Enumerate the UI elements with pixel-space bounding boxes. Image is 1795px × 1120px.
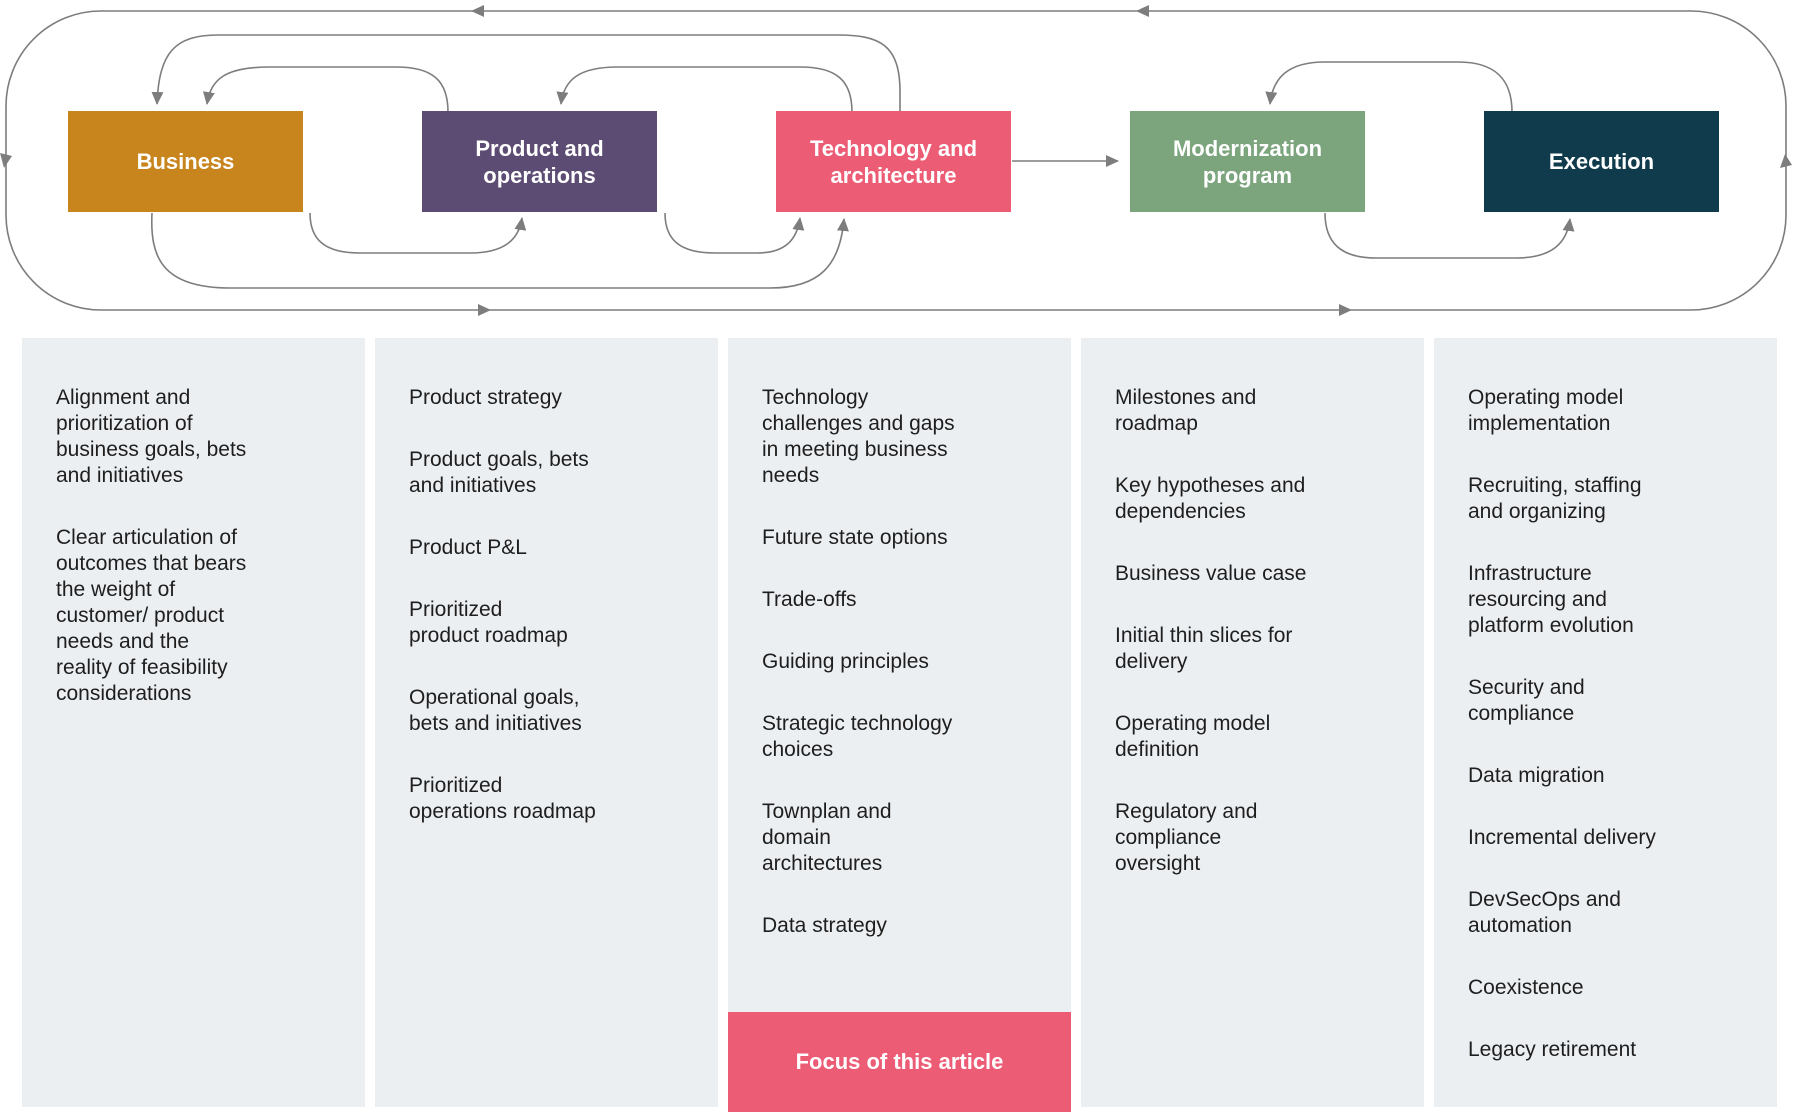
column-item: Prioritized operations roadmap bbox=[409, 774, 596, 823]
column-item: Initial thin slices for delivery bbox=[1115, 624, 1293, 673]
column-item: Infrastructure resourcing and platform e… bbox=[1468, 562, 1634, 637]
column-item: Clear articulation of outcomes that bear… bbox=[56, 526, 247, 705]
column-item: Operating model definition bbox=[1115, 712, 1271, 761]
arrow-execution-to-modernization-top bbox=[1265, 61, 1513, 113]
arrow-business-to-technology-bottom bbox=[150, 212, 849, 289]
arrow-technology-to-business-top bbox=[151, 34, 901, 112]
focus-callout: Focus of this article bbox=[728, 1012, 1071, 1112]
column-item: Prioritized product roadmap bbox=[409, 598, 568, 647]
feedback-loop-arrows bbox=[0, 5, 1792, 316]
column-technology: Technology challenges and gaps in meetin… bbox=[728, 338, 1071, 1107]
flow-box-product: Product and operations bbox=[422, 111, 657, 212]
column-item: Townplan and domain architectures bbox=[762, 800, 892, 875]
arrow-technology-to-product-top bbox=[556, 66, 853, 113]
column-item: Product strategy bbox=[409, 386, 562, 409]
column-item: Operating model implementation bbox=[1468, 386, 1624, 435]
column-item: Technology challenges and gaps in meetin… bbox=[762, 386, 955, 487]
column-item: Legacy retirement bbox=[1468, 1038, 1637, 1061]
column-item: Data strategy bbox=[762, 914, 887, 937]
arrow-business-to-product-bottom bbox=[309, 212, 527, 254]
column-item: Data migration bbox=[1468, 764, 1605, 787]
column-business: Alignment and prioritization of business… bbox=[22, 338, 365, 1107]
arrow-product-to-business-top bbox=[202, 66, 449, 113]
column-item: Recruiting, staffing and organizing bbox=[1468, 474, 1642, 523]
column-item: Guiding principles bbox=[762, 650, 929, 673]
column-item: Key hypotheses and dependencies bbox=[1115, 474, 1306, 523]
column-item: DevSecOps and automation bbox=[1468, 888, 1621, 937]
column-item: Coexistence bbox=[1468, 976, 1584, 999]
column-item: Trade-offs bbox=[762, 588, 857, 611]
column-item: Business value case bbox=[1115, 562, 1307, 585]
column-item: Milestones and roadmap bbox=[1115, 386, 1257, 435]
flow-box-business: Business bbox=[68, 111, 303, 212]
column-item: Future state options bbox=[762, 526, 948, 549]
flow-box-modernization: Modernization program bbox=[1130, 111, 1365, 212]
flow-box-technology: Technology and architecture bbox=[776, 111, 1011, 212]
arrow-modernization-to-execution-bottom bbox=[1324, 212, 1575, 259]
column-item: Regulatory and compliance oversight bbox=[1115, 800, 1258, 875]
column-item: Operational goals, bets and initiatives bbox=[409, 686, 582, 735]
column-item: Product goals, bets and initiatives bbox=[409, 448, 589, 497]
flow-box-execution: Execution bbox=[1484, 111, 1719, 212]
arrow-product-to-technology-bottom bbox=[664, 212, 805, 254]
column-item: Alignment and prioritization of business… bbox=[56, 386, 247, 487]
column-item: Product P&L bbox=[409, 536, 527, 559]
column-item: Security and compliance bbox=[1468, 676, 1585, 725]
column-item: Strategic technology choices bbox=[762, 712, 953, 761]
outer-loop-arrowheads bbox=[0, 5, 1792, 316]
column-item: Incremental delivery bbox=[1468, 826, 1656, 849]
